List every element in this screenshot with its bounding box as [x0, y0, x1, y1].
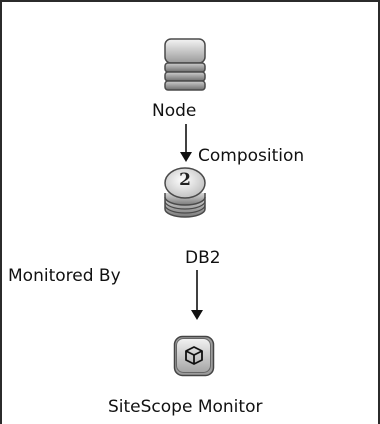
- cube-monitor-icon: [173, 335, 215, 377]
- monitored-by-edge: [189, 270, 205, 322]
- edge-label-monitored-by: Monitored By: [8, 266, 121, 286]
- db2-badge: 2: [179, 170, 191, 190]
- sitescope-monitor-label: SiteScope Monitor: [108, 397, 263, 417]
- node-label: Node: [152, 101, 197, 121]
- database-icon: [162, 167, 208, 223]
- composition-edge: [178, 124, 194, 164]
- node-db2[interactable]: 2: [162, 167, 208, 223]
- node-node[interactable]: [162, 38, 208, 96]
- edge-label-composition: Composition: [198, 146, 305, 166]
- node-sitescope-monitor[interactable]: [173, 335, 215, 377]
- db2-label: DB2: [185, 248, 221, 268]
- server-stack-icon: [162, 38, 208, 96]
